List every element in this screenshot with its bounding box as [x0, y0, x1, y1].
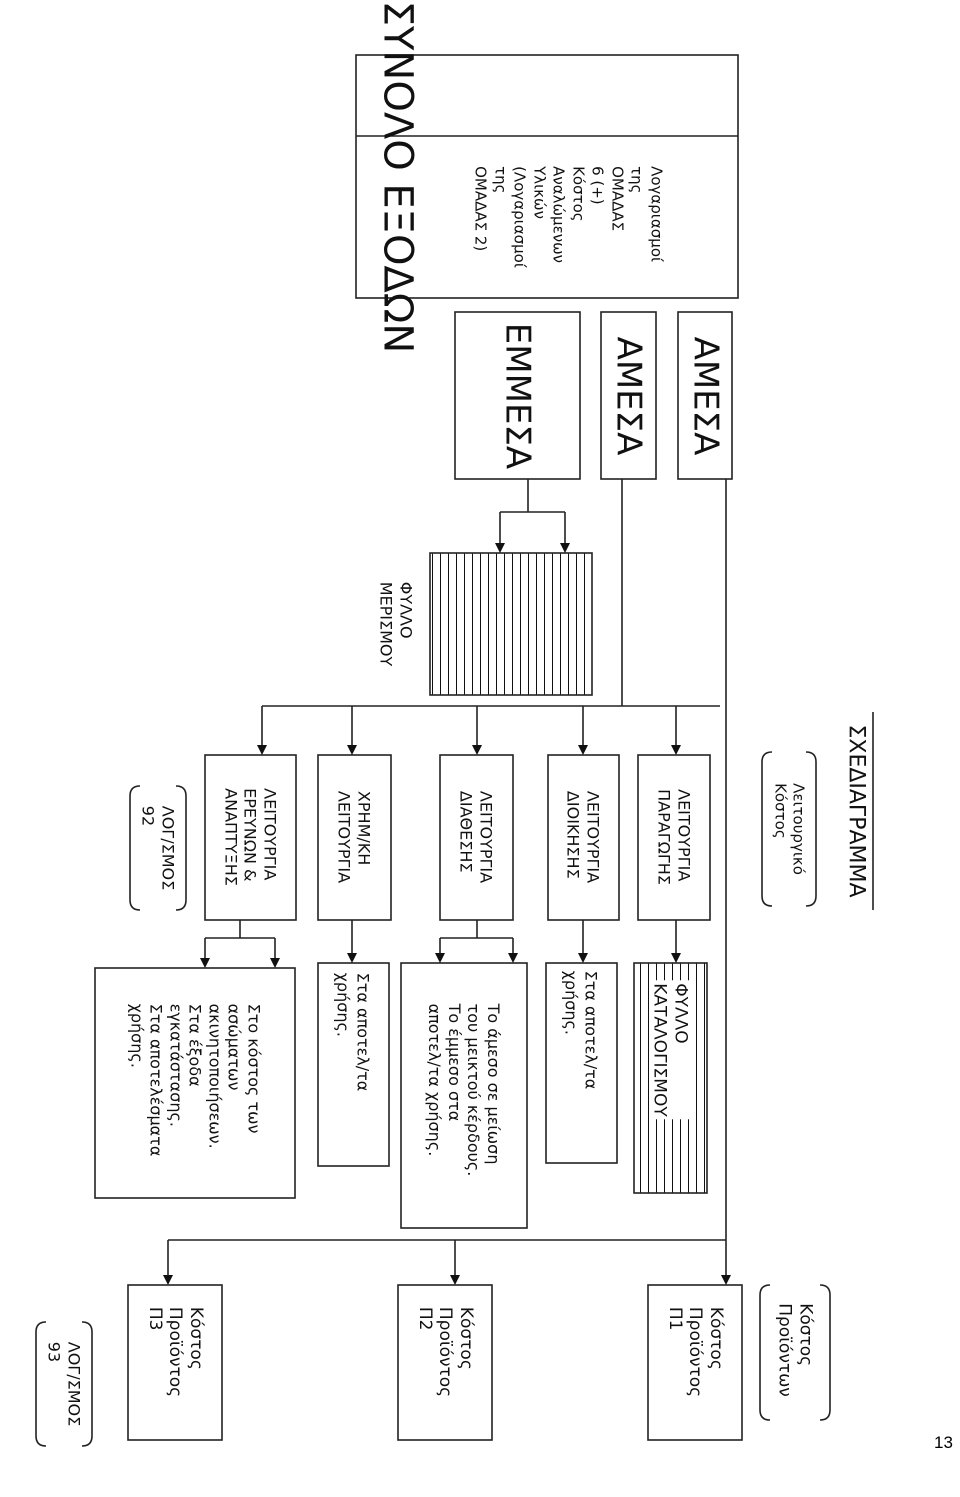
bracket-account-92	[175, 785, 187, 911]
total-expenses-note: Λογαριασμοί της ΟΜΑΔΑΣ 6 (+) Κόστος Αναλ…	[472, 166, 666, 268]
bracket-operating-cost	[805, 751, 817, 907]
operating-cost-label: Λειτουργικό Κόστος	[771, 783, 808, 875]
diagram-heading: ΣΧΕΔΙΑΓΡΑΜΜΑ	[843, 724, 869, 898]
product-cost-label: Κόστος Προϊόντων	[775, 1303, 816, 1397]
result-text-research: Στο κόστος των ασώματων ακινητοποιήσεων.…	[127, 1003, 264, 1157]
total-expenses-box	[355, 54, 739, 299]
indirect-box	[454, 311, 581, 480]
function-label-production: ΛΕΙΤΟΥΡΓΙΑ ΠΑΡΑΓΩΓΗΣ	[655, 789, 694, 885]
total-expenses-title: ΣΥΝΟΛΟ ΕΞΟΔΩΝ	[374, 0, 421, 354]
function-box-financial	[317, 754, 392, 921]
allocation-sheet-label: ΦΥΛΛΟ ΜΕΡΙΣΜΟΥ	[377, 581, 416, 667]
product-box-p2	[397, 1284, 493, 1441]
direct-box-b	[600, 311, 657, 480]
page-number: 13	[934, 1433, 953, 1452]
product-label-p2: Κόστος Προϊόντος Π2	[414, 1306, 477, 1398]
function-box-research	[204, 754, 297, 921]
result-box-financial	[317, 962, 390, 1167]
direct-box-a	[677, 311, 733, 480]
result-text-distribution: Το άμεσο σε μείωση του μεικτού κέρδους. …	[425, 1003, 504, 1177]
bracket-operating-cost	[761, 751, 773, 907]
result-box-administration	[545, 962, 618, 1164]
result-box-research	[94, 967, 296, 1199]
function-label-distribution: ΛΕΙΤΟΥΡΓΙΑ ΔΙΑΘΕΣΗΣ	[457, 790, 496, 884]
product-box-p1	[647, 1284, 743, 1441]
bracket-account-93	[35, 1321, 47, 1447]
result-box-distribution	[400, 962, 528, 1229]
function-label-research: ΛΕΙΤΟΥΡΓΙΑ ΕΡΕΥΝΩΝ & ΑΝΑΠΤΥΞΗΣ	[221, 788, 280, 886]
product-box-p3	[127, 1284, 223, 1441]
account-93-label: ΛΟΓ/ΣΜΟΣ 93	[45, 1341, 84, 1427]
result-text-administration: Στα αποτελ/τα χρήσης.	[562, 970, 601, 1090]
allocation-sheet-box	[429, 552, 593, 696]
account-92-label: ΛΟΓ/ΣΜΟΣ 92	[139, 805, 178, 891]
costing-sheet-label: ΦΥΛΛΟ ΚΑΤΑΛΟΓΙΣΜΟΥ	[649, 980, 691, 1120]
product-label-p3: Κόστος Προϊόντος Π3	[144, 1306, 207, 1398]
bracket-product-cost	[759, 1284, 771, 1421]
bracket-account-93	[81, 1321, 93, 1447]
direct-label-b: ΑΜΕΣΑ	[608, 336, 649, 456]
result-text-financial: Στα αποτελ/τα χρήσης.	[334, 972, 373, 1092]
indirect-label: ΕΜΜΕΣΑ	[497, 322, 538, 470]
product-label-p1: Κόστος Προϊόντος Π1	[664, 1306, 727, 1398]
function-label-financial: ΧΡΗΜ/ΚΗ ΛΕΙΤΟΥΡΓΙΑ	[335, 790, 374, 884]
bracket-account-92	[129, 785, 141, 911]
direct-label-a: ΑΜΕΣΑ	[685, 336, 726, 456]
function-label-administration: ΛΕΙΤΟΥΡΓΙΑ ΔΙΟΙΚΗΣΗΣ	[564, 790, 603, 884]
function-box-production	[637, 754, 711, 921]
bracket-product-cost	[819, 1284, 831, 1421]
